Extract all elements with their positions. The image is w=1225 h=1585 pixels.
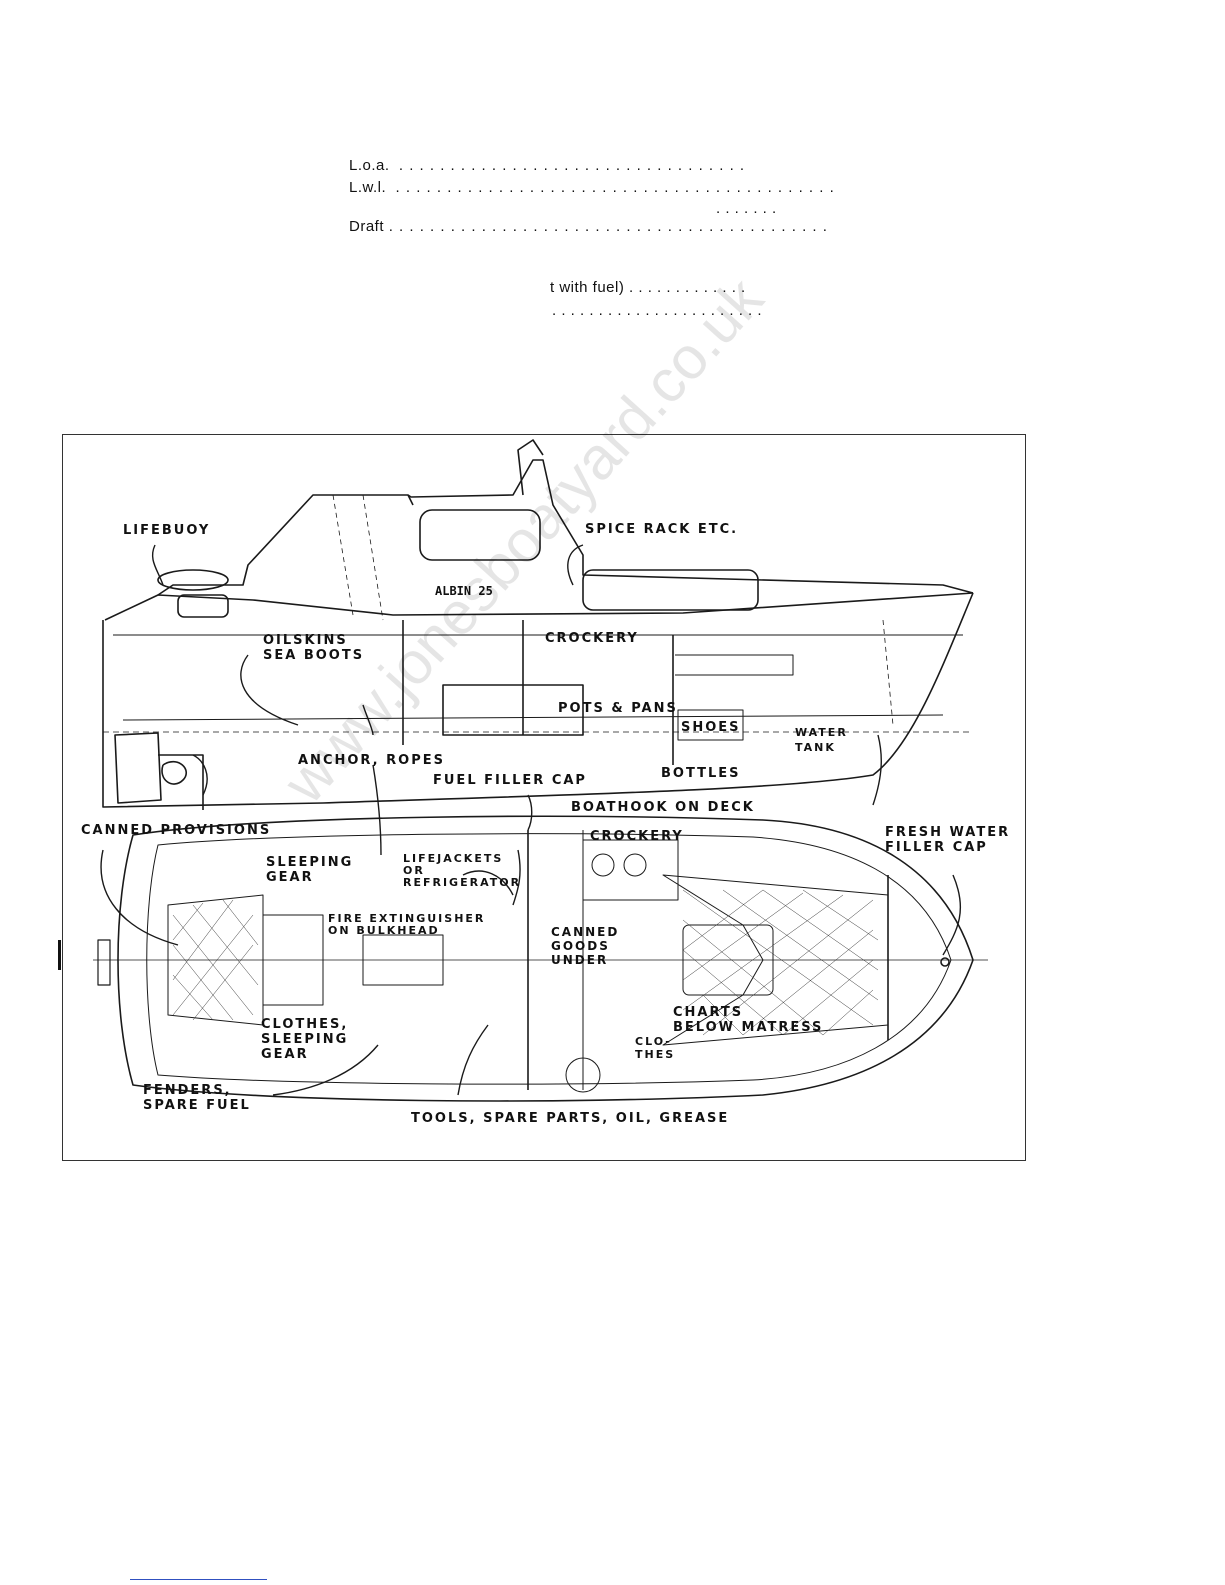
label-lifejackets: Lifejackets or refrigerator [403,852,522,889]
label-clothes-fwd: Clo- thes [635,1035,676,1061]
label-shoes: Shoes [681,720,741,735]
label-canned-goods: Canned goods under [551,925,620,967]
label-fresh-water-filler: Fresh water filler cap [885,825,1011,855]
spec-weight-label: t with fuel) [550,279,625,296]
label-lifebuoy: Lifebuoy [123,523,211,538]
label-oilskins: Oilskins sea boots [263,633,365,663]
label-crockery-plan: Crockery [590,829,684,844]
footer-link-underline[interactable] [130,1579,267,1580]
spec-lwl: L.w.l. . . . . . . . . . . . . . . . . .… [349,179,835,196]
label-sleeping-gear: Sleeping gear [266,855,354,885]
label-tools: Tools, spare parts, oil, grease [411,1111,730,1126]
spec-draft: Draft . . . . . . . . . . . . . . . . . … [349,218,828,235]
label-canned-provisions: Canned provisions [81,823,272,838]
margin-mark [58,940,61,970]
spec-loa-label: L.o.a. [349,157,390,174]
label-fuel-filler-cap: Fuel filler cap [433,773,587,788]
label-fenders: Fenders, spare fuel [143,1083,251,1113]
label-crockery-side: Crockery [545,631,639,646]
berth-hatching [172,889,879,1036]
annotation-arrows [100,544,961,1096]
spec-draft-dots: . . . . . . . . . . . . . . . . . . . . … [388,218,828,235]
spec-loa-dots: . . . . . . . . . . . . . . . . . . . . … [398,157,746,174]
label-boathook: Boathook on deck [571,800,755,815]
spec-weight-dots: . . . . . . . . . . . . . [629,279,746,296]
side-elevation-hull [102,439,974,810]
label-bottles: Bottles [661,766,741,781]
spec-tiny-dots: . . . . . . . [716,200,777,217]
spec-weight: t with fuel) . . . . . . . . . . . . . [550,279,746,296]
boat-name-label: ALBIN 25 [435,584,493,598]
specifications-block: L.o.a. . . . . . . . . . . . . . . . . .… [0,0,1225,330]
spec-draft-label: Draft [349,218,385,235]
label-charts: Charts below matress [673,1005,824,1035]
label-fire-extinguisher: Fire extinguisher on bulkhead [328,912,486,937]
plan-view-hull [93,815,988,1102]
label-water-tank: Water tank [795,726,848,754]
label-spice-rack: Spice rack etc. [585,522,739,537]
spec-lwl-dots: . . . . . . . . . . . . . . . . . . . . … [395,179,835,196]
spec-loa: L.o.a. . . . . . . . . . . . . . . . . .… [349,157,745,174]
label-pots-pans: Pots & pans [558,701,678,716]
label-anchor-ropes: Anchor, ropes [298,753,445,768]
label-clothes-aft: Clothes, sleeping gear [261,1017,349,1062]
spec-lwl-label: L.w.l. [349,179,387,196]
boat-drawing: ALBIN 25 [93,439,988,1102]
boat-diagram-frame: ALBIN 25 Lifebuoy Spice rack etc. Oilski… [62,434,1026,1161]
spec-last-dots: . . . . . . . . . . . . . . . . . . . . … [552,302,763,319]
